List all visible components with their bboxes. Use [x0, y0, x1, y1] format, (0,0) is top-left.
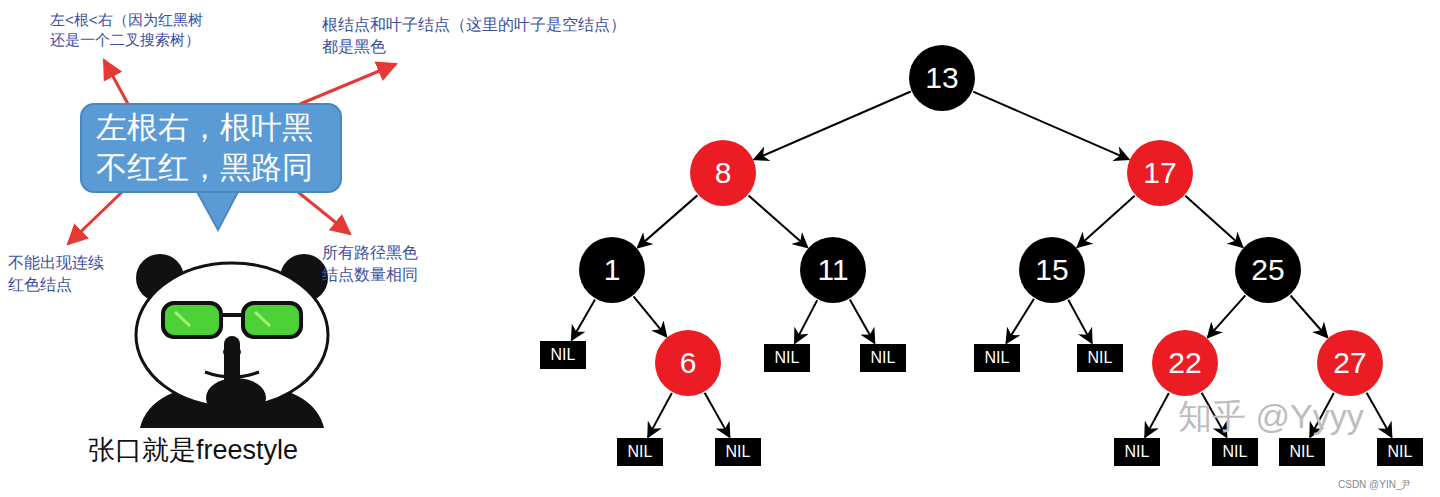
- node-label: 13: [925, 61, 958, 95]
- tree-edge: [1185, 196, 1242, 248]
- node-label: 1: [604, 253, 621, 287]
- nil-leaf: NIL: [1077, 344, 1123, 372]
- tree-edge: [705, 393, 730, 437]
- black-tree-node: 25: [1235, 237, 1301, 303]
- node-label: 25: [1251, 253, 1284, 287]
- nil-leaf: NIL: [617, 438, 663, 466]
- note-text: 根结点和叶子结点（这里的叶子是空结点）都是黑色: [322, 14, 636, 57]
- nil-leaf: NIL: [1114, 438, 1160, 466]
- red-tree-node: 22: [1152, 330, 1218, 396]
- panda-illustration: [136, 254, 328, 428]
- nil-leaf: NIL: [974, 344, 1020, 372]
- nil-leaf: NIL: [715, 438, 761, 466]
- node-label: 11: [817, 253, 848, 287]
- node-label: NIL: [1290, 443, 1315, 461]
- note-text: 左<根<右（因为红黑树还是一个二叉搜索树）: [50, 10, 208, 51]
- tree-edge: [638, 195, 698, 247]
- tree-edge: [1006, 299, 1034, 343]
- black-tree-node: 13: [909, 45, 975, 111]
- node-label: 27: [1333, 346, 1366, 380]
- node-label: NIL: [551, 346, 576, 364]
- black-tree-node: 15: [1019, 237, 1085, 303]
- nil-leaf: NIL: [1212, 438, 1258, 466]
- node-label: NIL: [775, 349, 800, 367]
- tree-edge: [1145, 393, 1169, 437]
- red-tree-node: 17: [1127, 140, 1193, 206]
- node-label: NIL: [871, 349, 896, 367]
- bubble-tail: [195, 188, 240, 230]
- nil-leaf: NIL: [1279, 438, 1325, 466]
- tree-edge: [1077, 196, 1134, 248]
- red-tree-node: 8: [690, 140, 756, 206]
- note-text: 所有路径黑色结点数量相同: [322, 242, 422, 285]
- nil-leaf: NIL: [540, 341, 586, 369]
- node-label: 22: [1168, 346, 1201, 380]
- tree-edge: [795, 300, 817, 343]
- tree-edge: [572, 299, 595, 340]
- node-label: NIL: [985, 349, 1010, 367]
- node-label: 17: [1143, 156, 1176, 190]
- tree-edge: [1068, 300, 1092, 343]
- nil-leaf: NIL: [764, 344, 810, 372]
- node-label: NIL: [1388, 443, 1413, 461]
- nil-leaf: NIL: [860, 344, 906, 372]
- watermark: CSDN @YIN_尹: [1338, 478, 1412, 492]
- tree-edge: [1367, 393, 1392, 437]
- black-tree-node: 11: [800, 237, 866, 303]
- node-label: 15: [1035, 253, 1068, 287]
- tree-edge: [648, 393, 672, 437]
- tree-edge: [850, 300, 875, 344]
- tree-edge: [1290, 296, 1327, 338]
- node-label: 6: [680, 346, 697, 380]
- red-tree-node: 27: [1317, 330, 1383, 396]
- node-label: NIL: [628, 443, 653, 461]
- watermark: 知乎 @Yyyy: [1178, 394, 1364, 440]
- black-tree-node: 1: [579, 237, 645, 303]
- leader-lines: [68, 60, 396, 244]
- speech-bubble: 左根右，根叶黑 不红红，黑路同: [80, 103, 342, 192]
- tree-edge: [1208, 295, 1246, 337]
- node-label: NIL: [726, 443, 751, 461]
- caption-text: 张口就是freestyle: [88, 432, 298, 468]
- node-label: NIL: [1223, 443, 1248, 461]
- node-label: NIL: [1088, 349, 1113, 367]
- red-tree-node: 6: [655, 330, 721, 396]
- slogan-text: 左根右，根叶黑 不红红，黑路同: [96, 108, 327, 187]
- tree-edge: [973, 92, 1129, 160]
- tree-edge: [749, 195, 808, 247]
- node-label: 8: [715, 156, 732, 190]
- nil-leaf: NIL: [1377, 438, 1423, 466]
- note-text: 不能出现连续红色结点: [8, 252, 108, 295]
- node-label: NIL: [1125, 443, 1150, 461]
- tree-edge: [754, 92, 911, 160]
- tree-edge: [634, 296, 667, 336]
